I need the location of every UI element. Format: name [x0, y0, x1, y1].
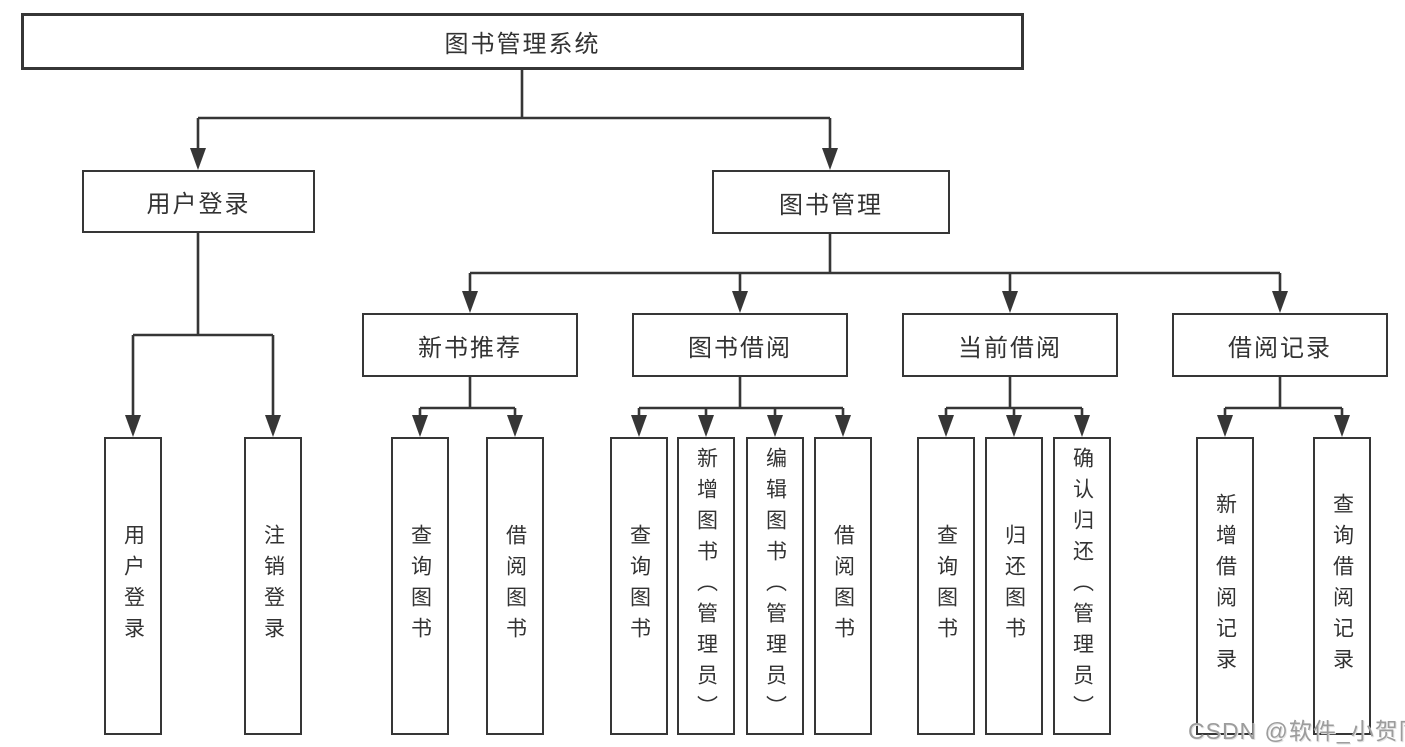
leaf-query-books-current: 查询图书: [917, 437, 975, 735]
leaf-query-borrow-record: 查询借阅记录: [1313, 437, 1371, 735]
node-root: 图书管理系统: [21, 13, 1024, 70]
node-new-book-recommend: 新书推荐: [362, 313, 578, 377]
node-book-borrow: 图书借阅: [632, 313, 848, 377]
connector-user-login-children: [125, 233, 281, 437]
node-borrow-records-label: 借阅记录: [1228, 334, 1332, 362]
arrow-down-icon: [1334, 415, 1350, 437]
node-new-book-recommend-label: 新书推荐: [418, 334, 522, 362]
node-book-borrow-label: 图书借阅: [688, 334, 792, 362]
arrow-down-icon: [1074, 415, 1090, 437]
leaf-borrow-books: 借阅图书: [814, 437, 872, 735]
arrow-down-icon: [698, 415, 714, 437]
node-book-management: 图书管理: [712, 170, 950, 234]
arrow-down-icon: [125, 415, 141, 437]
arrow-down-icon: [1002, 291, 1018, 313]
leaf-query-books-recommend: 查询图书: [391, 437, 449, 735]
arrow-down-icon: [631, 415, 647, 437]
arrow-down-icon: [1217, 415, 1233, 437]
connector-borrow-records-children: [1217, 377, 1350, 437]
arrow-down-icon: [190, 148, 206, 170]
arrow-down-icon: [462, 291, 478, 313]
arrow-down-icon: [732, 291, 748, 313]
arrow-down-icon: [1006, 415, 1022, 437]
node-current-borrow-label: 当前借阅: [958, 334, 1062, 362]
node-user-login-label: 用户登录: [146, 191, 251, 218]
leaf-edit-books-admin: 编辑图书（管理员）: [746, 437, 804, 735]
arrow-down-icon: [938, 415, 954, 437]
arrow-down-icon: [507, 415, 523, 437]
node-root-label: 图书管理系统: [444, 31, 601, 58]
connector-book-borrow-children: [631, 377, 851, 437]
leaf-confirm-return-admin: 确认归还（管理员）: [1053, 437, 1111, 735]
node-user-login: 用户登录: [82, 170, 315, 233]
node-borrow-records: 借阅记录: [1172, 313, 1388, 377]
arrow-down-icon: [835, 415, 851, 437]
connector-new-book-children: [412, 377, 523, 437]
connector-book-management-children: [462, 233, 1288, 313]
leaf-query-books-borrow: 查询图书: [610, 437, 668, 735]
connector-current-borrow-children: [938, 377, 1090, 437]
connector-root-to-level2: [190, 70, 838, 170]
arrow-down-icon: [1272, 291, 1288, 313]
node-current-borrow: 当前借阅: [902, 313, 1118, 377]
arrow-down-icon: [265, 415, 281, 437]
leaf-return-books: 归还图书: [985, 437, 1043, 735]
leaf-user-login: 用户登录: [104, 437, 162, 735]
leaf-logout-login: 注销登录: [244, 437, 302, 735]
node-book-management-label: 图书管理: [779, 191, 883, 219]
leaf-add-borrow-record: 新增借阅记录: [1196, 437, 1254, 735]
arrow-down-icon: [412, 415, 428, 437]
leaf-add-books-admin: 新增图书（管理员）: [677, 437, 735, 735]
csdn-watermark: CSDN @软件_小贺同学: [1188, 718, 1405, 744]
leaf-borrow-books-recommend: 借阅图书: [486, 437, 544, 735]
arrow-down-icon: [822, 148, 838, 170]
arrow-down-icon: [767, 415, 783, 437]
